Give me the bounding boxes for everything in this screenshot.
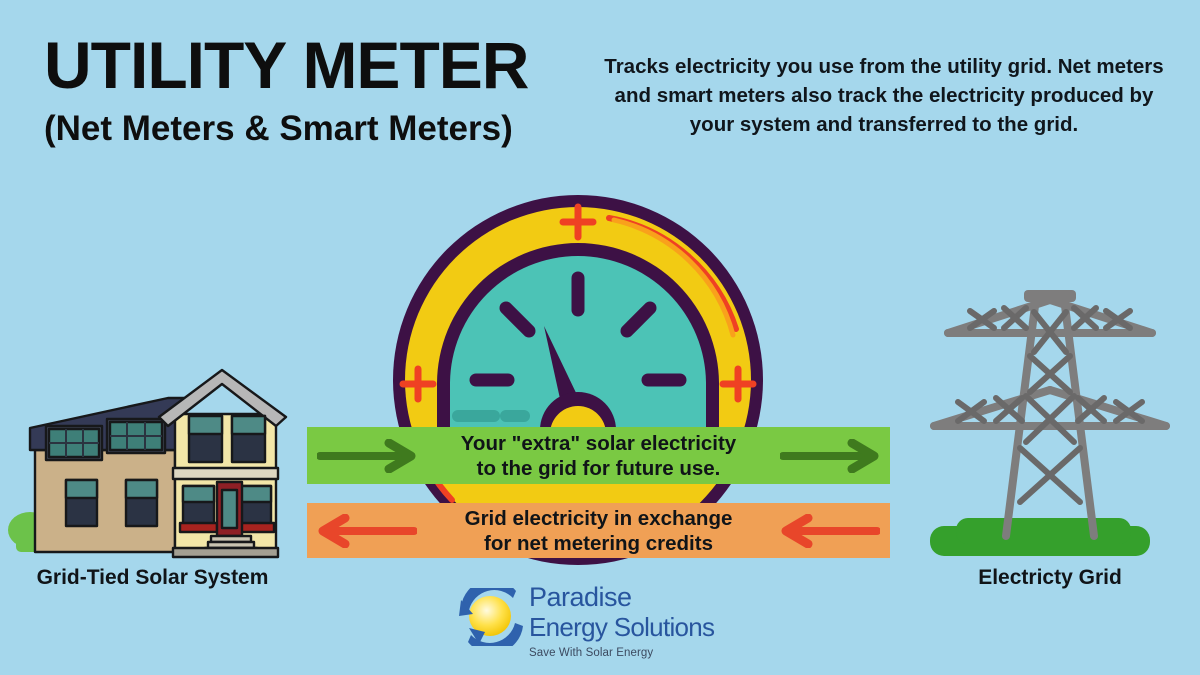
- title-block: UTILITY METER (Net Meters & Smart Meters…: [44, 32, 584, 149]
- brand-name-line1: Paradise: [529, 582, 632, 612]
- house-door: [215, 480, 244, 538]
- arrow-right-icon-left: [317, 438, 417, 473]
- brand-wordmark: Paradise Energy Solutions Save With Sola…: [529, 582, 715, 660]
- solar-panel-array: [44, 417, 167, 462]
- arrow-left-icon-left: [317, 513, 417, 548]
- flow-banner-export: Your "extra" solar electricity to the gr…: [307, 427, 890, 484]
- arrow-left-icon-right: [780, 513, 880, 548]
- house-windows-upper: [187, 414, 267, 464]
- brand-name-line2: Energy Solutions: [529, 612, 715, 642]
- page-title: UTILITY METER: [44, 28, 529, 102]
- caption-left: Grid-Tied Solar System: [36, 566, 269, 589]
- caption-right: Electricty Grid: [978, 566, 1122, 589]
- meter-face: [450, 256, 706, 430]
- house-with-solar-panels-icon: [8, 352, 308, 570]
- arrow-right-icon-right: [780, 438, 880, 473]
- pylon-ground: [930, 518, 1150, 556]
- transmission-tower-icon: [908, 278, 1192, 568]
- description-text: Tracks electricity you use from the util…: [604, 55, 1164, 137]
- meter-accent-arc-top-2: [611, 217, 736, 338]
- page-subtitle: (Net Meters & Smart Meters): [44, 109, 513, 148]
- flow-label-import: Grid electricity in exchange for net met…: [464, 506, 733, 555]
- meter-tick-marks: [469, 271, 687, 387]
- pylon-cap: [1024, 290, 1076, 302]
- house-windows-lower: [178, 484, 276, 534]
- brand-logo[interactable]: Paradise Energy Solutions Save With Sola…: [459, 579, 715, 662]
- flow-banner-import: Grid electricity in exchange for net met…: [307, 503, 890, 558]
- house-windows-left: [64, 478, 159, 528]
- brand-tagline: Save With Solar Energy: [529, 647, 654, 659]
- paradise-sun-arrow-icon: [459, 579, 525, 654]
- pylon-lattice: [955, 305, 1145, 505]
- meter-plus-marks: [399, 203, 757, 403]
- flow-label-export: Your "extra" solar electricity to the gr…: [460, 431, 737, 480]
